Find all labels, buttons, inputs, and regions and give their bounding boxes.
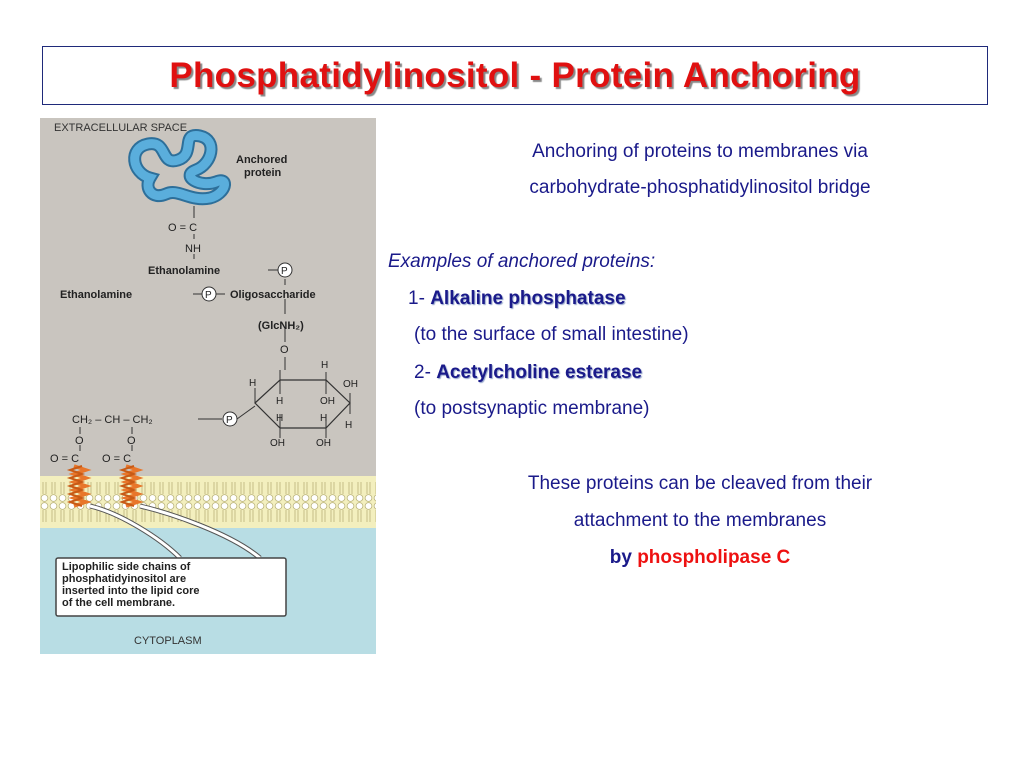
oh-label: OH: [343, 379, 358, 390]
cytoplasm-label: CYTOPLASM: [134, 635, 202, 647]
examples-heading: Examples of anchored proteins:: [388, 251, 656, 272]
h-label: H: [320, 413, 327, 424]
ethanolamine-label-2: Ethanolamine: [60, 289, 132, 301]
h-label: H: [276, 396, 283, 407]
glcnh2-label: (GlcNH₂): [258, 320, 304, 332]
oligosaccharide-label: Oligosaccharide: [230, 289, 316, 301]
h-label: H: [345, 420, 352, 431]
arrow-icon: [139, 504, 261, 560]
example-1: 1- Alkaline phosphatase: [408, 288, 626, 310]
lipid-chain-icon: [118, 464, 144, 508]
lipid-chain-icon: [66, 464, 92, 508]
phosphate-icon: [201, 286, 217, 302]
oc-bottom-label: O = C: [50, 453, 79, 465]
arrow-icon: [89, 504, 182, 560]
lipid-bilayer: [40, 477, 376, 527]
callout-line-2: phosphatidyinositol are: [62, 573, 186, 585]
intro-line-2: carbohydrate-phosphatidylinositol bridge: [529, 177, 871, 198]
oxygen-label: O: [127, 435, 136, 447]
nh-label: NH: [185, 243, 201, 255]
example-1-desc: (to the surface of small intestine): [414, 324, 689, 345]
oh-label: OH: [270, 438, 285, 449]
cleave-line-3: by phospholipase C: [400, 547, 1000, 569]
h-label: H: [249, 378, 256, 389]
enzyme-name: phospholipase C: [637, 547, 791, 568]
phosphate-label: P: [205, 290, 212, 301]
cleave-line-1: These proteins can be cleaved from their: [527, 473, 873, 494]
phosphate-label: P: [281, 266, 288, 277]
example-2-number: 2-: [414, 362, 437, 383]
oh-label: OH: [320, 396, 335, 407]
h-label: H: [321, 360, 328, 371]
callout-line-3: inserted into the lipid core: [62, 585, 200, 597]
title-box: Phosphatidylinositol - Protein Anchoring: [42, 46, 988, 105]
example-2-name: Acetylcholine esterase: [436, 362, 643, 383]
anchoring-diagram: EXTRACELLULAR SPACE Anchored protein O =…: [40, 118, 376, 654]
anchoring-figure: EXTRACELLULAR SPACE Anchored protein O =…: [40, 118, 376, 654]
callout-line-4: of the cell membrane.: [62, 597, 175, 609]
anchored-label-1: Anchored: [236, 154, 287, 166]
oh-label: OH: [316, 438, 331, 449]
oc-top-label: O = C: [168, 222, 197, 234]
callout-line-1: Lipophilic side chains of: [62, 561, 191, 573]
cleave-line-2: attachment to the membranes: [573, 510, 827, 531]
slide-title: Phosphatidylinositol - Protein Anchoring: [169, 56, 861, 95]
example-1-number: 1-: [408, 288, 431, 309]
extracellular-label: EXTRACELLULAR SPACE: [54, 122, 187, 134]
intro-line-1: Anchoring of proteins to membranes via: [532, 141, 868, 162]
phosphate-icon: [277, 262, 293, 278]
protein-icon: [128, 129, 231, 206]
example-1-name: Alkaline phosphatase: [430, 288, 626, 309]
glycerol-chain-label: CH₂ – CH – CH₂: [72, 414, 153, 426]
cleave-prefix: by: [609, 547, 638, 568]
h-label: H: [276, 413, 283, 424]
anchored-label-2: protein: [244, 167, 282, 179]
example-2-desc: (to postsynaptic membrane): [414, 398, 650, 419]
oxygen-label: O: [75, 435, 84, 447]
oxygen-label: O: [280, 344, 289, 356]
oc-bottom-label: O = C: [102, 453, 131, 465]
example-2: 2- Acetylcholine esterase: [414, 362, 642, 384]
callout-box: [55, 557, 287, 617]
ethanolamine-label-1: Ethanolamine: [148, 265, 220, 277]
phosphate-label: P: [226, 415, 233, 426]
